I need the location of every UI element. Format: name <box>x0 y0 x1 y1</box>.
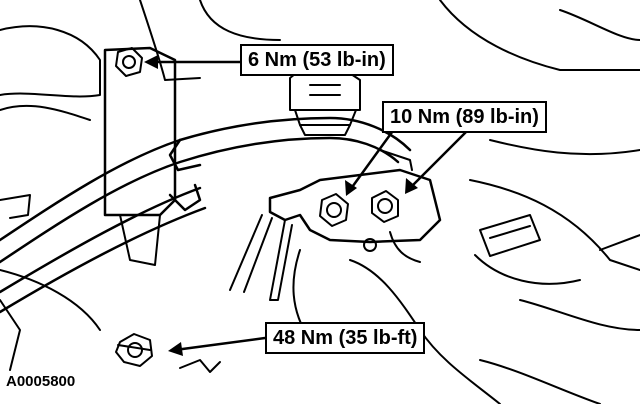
bolt-center-left <box>319 193 349 227</box>
callout-arrows <box>144 55 472 373</box>
sensor-housing <box>289 69 361 136</box>
bolt-center-right <box>371 190 399 223</box>
mounting-plate <box>229 149 442 301</box>
hose-clamp <box>474 214 581 285</box>
torque-callout-center: 10 Nm (89 lb-in) <box>382 101 547 133</box>
bolt-upper-left <box>115 47 143 77</box>
torque-callout-lower: 48 Nm (35 lb-ft) <box>265 322 426 354</box>
tube-assembly <box>0 116 412 314</box>
figure-reference-id: A0005800 <box>6 373 76 390</box>
bolt-lower-left <box>115 333 153 367</box>
torque-callout-upper: 6 Nm (53 lb-in) <box>240 44 394 76</box>
